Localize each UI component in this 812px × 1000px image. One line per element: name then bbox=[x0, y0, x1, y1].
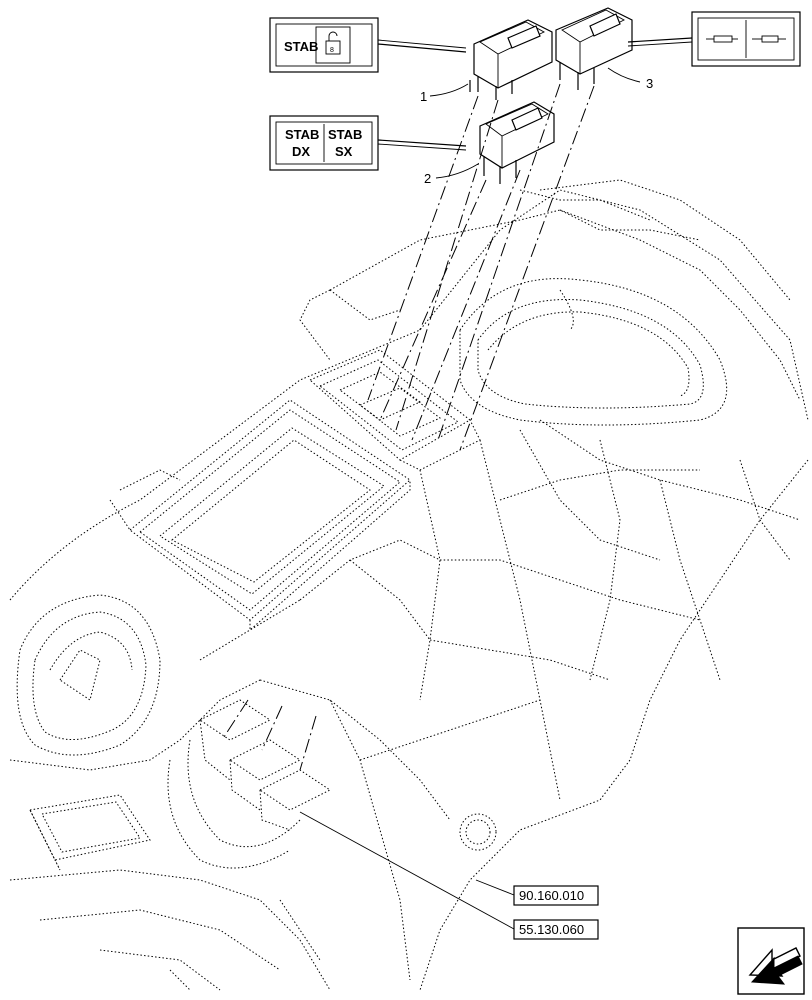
rocker-switch-3 bbox=[555, 7, 633, 90]
reference-leaders bbox=[299, 811, 515, 930]
callout-1: 1 bbox=[420, 83, 469, 104]
rocker-switch-2 bbox=[479, 101, 555, 184]
symbol-plate-1: STAB 8 bbox=[269, 17, 467, 73]
callout-3-label: 3 bbox=[646, 76, 653, 91]
callout-2-label: 2 bbox=[424, 171, 431, 186]
callout-2: 2 bbox=[424, 163, 479, 186]
arrow-back-icon[interactable] bbox=[737, 927, 805, 995]
svg-text:8: 8 bbox=[330, 47, 334, 54]
callout-1-label: 1 bbox=[420, 89, 427, 104]
symbol-plate-2: STAB DX STAB SX bbox=[269, 115, 467, 171]
reference-box-2[interactable]: 55.130.060 bbox=[513, 919, 599, 940]
padlock-icon: 8 bbox=[325, 31, 341, 55]
plate1-text: STAB bbox=[284, 39, 318, 54]
plate2-right-line2: SX bbox=[335, 144, 353, 159]
projection-lines bbox=[221, 83, 595, 771]
callout-3: 3 bbox=[607, 67, 653, 91]
cylinder-extended-icon bbox=[752, 35, 786, 43]
plate2-right-line1: STAB bbox=[328, 127, 362, 142]
symbol-plate-3 bbox=[627, 11, 801, 67]
plate2-left-line2: DX bbox=[292, 144, 310, 159]
reference-1-label[interactable]: 90.160.010 bbox=[519, 888, 584, 903]
cab-console bbox=[9, 179, 809, 991]
reference-box-1[interactable]: 90.160.010 bbox=[513, 885, 599, 906]
reference-2-label[interactable]: 55.130.060 bbox=[519, 922, 584, 937]
plate2-left-line1: STAB bbox=[285, 127, 319, 142]
rocker-switch-1 bbox=[469, 19, 553, 100]
cylinder-retracted-icon bbox=[706, 35, 738, 43]
